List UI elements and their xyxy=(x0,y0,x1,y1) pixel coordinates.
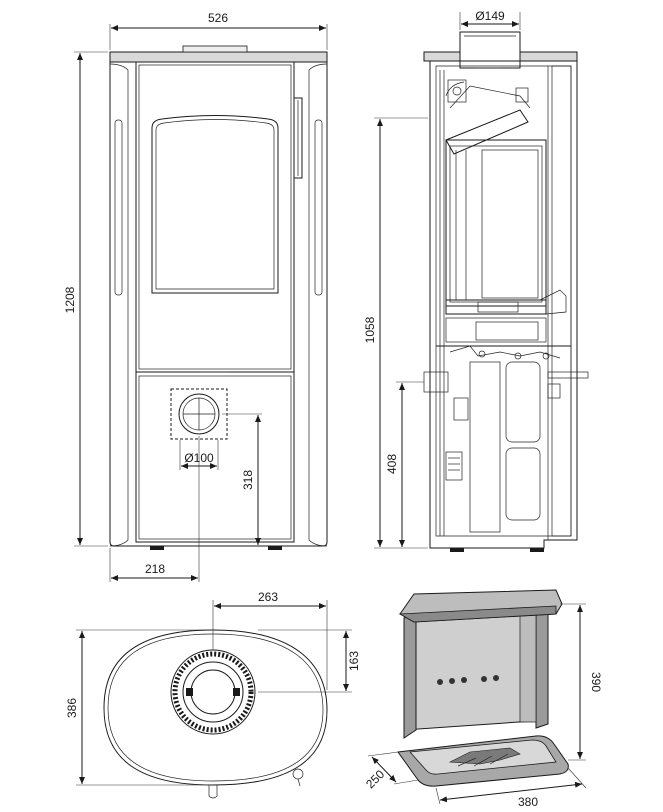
dim-accessory-width: 380 xyxy=(518,795,538,809)
dim-top-view-center: 163 xyxy=(347,651,361,671)
dim-top-flue-diameter: Ø149 xyxy=(475,9,505,23)
dim-front-width: 526 xyxy=(208,11,228,25)
ash-drawer xyxy=(505,361,541,443)
front-glass-window xyxy=(151,115,279,294)
dim-rear-flue-height: 318 xyxy=(241,470,255,490)
dim-top-view-depth: 386 xyxy=(65,698,79,718)
dim-accessory-height: 390 xyxy=(589,672,603,692)
dim-top-flue-height: 1058 xyxy=(363,316,377,343)
dim-front-height: 1208 xyxy=(63,286,77,313)
side-body-outline xyxy=(429,60,578,549)
top-view: 263 163 386 xyxy=(65,590,361,799)
side-section-view: Ø149 1058 408 xyxy=(363,9,589,552)
top-view-outline xyxy=(103,629,328,786)
dim-rear-flue-offset: 218 xyxy=(145,562,165,576)
front-view: 526 1208 Ø100 318 218 xyxy=(63,11,328,582)
accessory-iso-view: 390 250 380 xyxy=(363,589,603,809)
top-flue-ring xyxy=(170,649,256,735)
dim-top-view-offset: 263 xyxy=(258,590,278,604)
front-top-plate xyxy=(109,51,328,63)
dim-rear-flue-height-side: 408 xyxy=(385,454,399,474)
top-flue-collar xyxy=(459,31,521,69)
front-door xyxy=(135,61,295,373)
dim-accessory-depth: 250 xyxy=(363,767,387,791)
